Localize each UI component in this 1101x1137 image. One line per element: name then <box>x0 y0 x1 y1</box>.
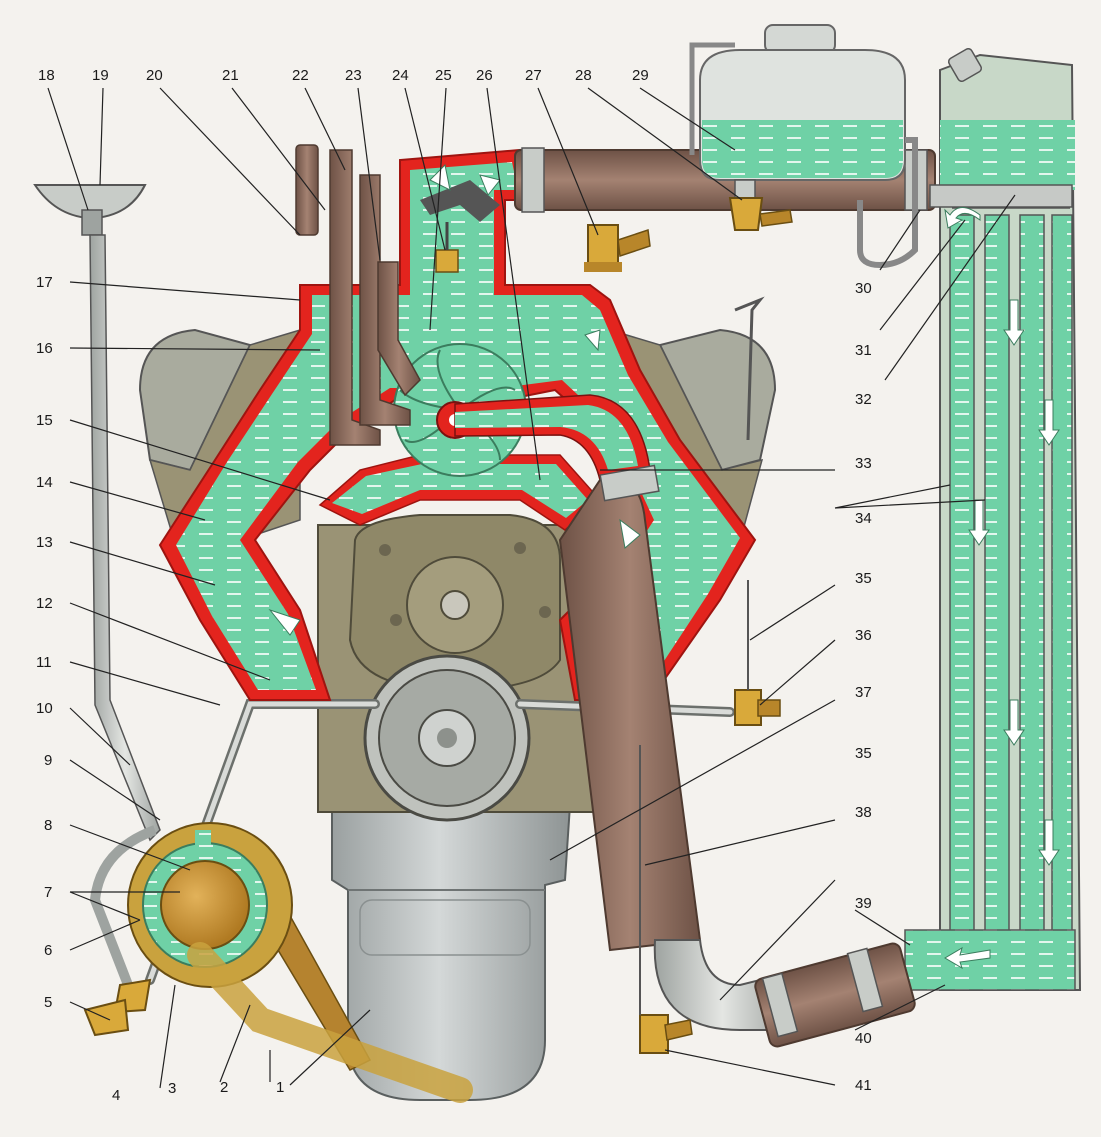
label-35-top: 35 <box>855 570 872 587</box>
label-26: 26 <box>476 67 493 84</box>
label-11: 11 <box>36 654 52 671</box>
label-34: 34 <box>855 510 872 527</box>
label-33: 33 <box>855 455 872 472</box>
label-6: 6 <box>44 942 52 959</box>
label-19: 19 <box>92 67 109 84</box>
label-21: 21 <box>222 67 239 84</box>
label-5: 5 <box>44 994 52 1011</box>
radiator-tubes <box>949 214 1073 936</box>
label-41: 41 <box>855 1077 872 1094</box>
label-28: 28 <box>575 67 592 84</box>
water-pump <box>393 343 651 481</box>
label-4: 4 <box>112 1087 120 1104</box>
label-1: 1 <box>276 1079 284 1096</box>
label-23: 23 <box>345 67 362 84</box>
label-32: 32 <box>855 391 872 408</box>
label-10: 10 <box>36 700 53 717</box>
heater-core <box>127 822 473 1103</box>
label-17: 17 <box>36 274 53 291</box>
label-40: 40 <box>855 1030 872 1047</box>
label-37: 37 <box>855 684 872 701</box>
filler-funnel <box>33 184 161 1037</box>
label-39: 39 <box>855 895 872 912</box>
label-7: 7 <box>44 884 52 901</box>
label-13: 13 <box>36 534 53 551</box>
label-2: 2 <box>220 1079 228 1096</box>
label-38: 38 <box>855 804 872 821</box>
label-35-bottom: 35 <box>855 745 872 762</box>
crankshaft-pulley <box>363 654 531 822</box>
drain-cock <box>639 580 781 1054</box>
label-16: 16 <box>36 340 53 357</box>
label-12: 12 <box>36 595 53 612</box>
label-24: 24 <box>392 67 409 84</box>
label-29: 29 <box>632 67 649 84</box>
label-8: 8 <box>44 817 52 834</box>
label-30: 30 <box>855 280 872 297</box>
label-9: 9 <box>44 752 52 769</box>
expansion-tank <box>689 24 918 269</box>
engine-block <box>145 514 735 985</box>
leader-lines <box>47 87 1016 1089</box>
heater-hoses <box>295 144 421 446</box>
label-31: 31 <box>855 342 872 359</box>
label-27: 27 <box>525 67 542 84</box>
thermostat <box>420 180 500 273</box>
drain-cock-top <box>584 224 651 272</box>
part-labels: 18 19 20 21 22 23 24 25 26 27 28 29 17 1… <box>36 67 872 1104</box>
label-25: 25 <box>435 67 452 84</box>
label-36: 36 <box>855 627 872 644</box>
label-3: 3 <box>168 1080 176 1097</box>
label-18: 18 <box>38 67 55 84</box>
radiator <box>904 47 1082 991</box>
lower-radiator-hose <box>558 464 916 1048</box>
label-22: 22 <box>292 67 309 84</box>
label-20: 20 <box>146 67 163 84</box>
label-15: 15 <box>36 412 53 429</box>
dipstick <box>734 296 765 441</box>
label-14: 14 <box>36 474 53 491</box>
